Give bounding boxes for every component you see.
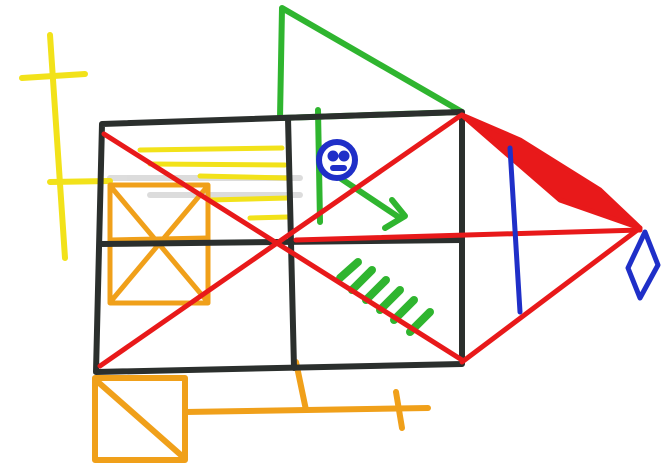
red-mid-line [296,230,640,240]
yellow-stripe [150,164,285,165]
red-triangle-fill [462,115,640,228]
green-hatch [352,270,372,290]
grid-vertical [288,118,294,368]
yellow-cross-vertical [50,35,65,258]
blue-face [319,142,355,178]
green-hatch [340,262,358,278]
orange-bottom-box-diagonal [98,382,182,456]
red-triangle [462,115,640,362]
blue-diamond [628,232,658,298]
orange-box-mid [110,238,208,240]
green-hatch [366,280,386,300]
yellow-stripe [250,217,288,218]
blue-face-circle [319,142,355,178]
blue-vertical-line [510,148,520,312]
blue-face-eye [331,154,336,159]
yellow-stripe [210,198,288,200]
green-flag-outline [280,8,462,118]
green-hatch-marks [340,262,430,332]
green-arrow [340,178,405,228]
yellow-stripe [140,148,282,150]
green-hatch [380,290,400,310]
orange-bottom-box [95,362,428,460]
yellow-stripe [200,176,288,178]
blue-face-eye [342,154,347,159]
yellow-cross-top-bar [22,74,85,78]
orange-bottom-tick [396,392,402,428]
